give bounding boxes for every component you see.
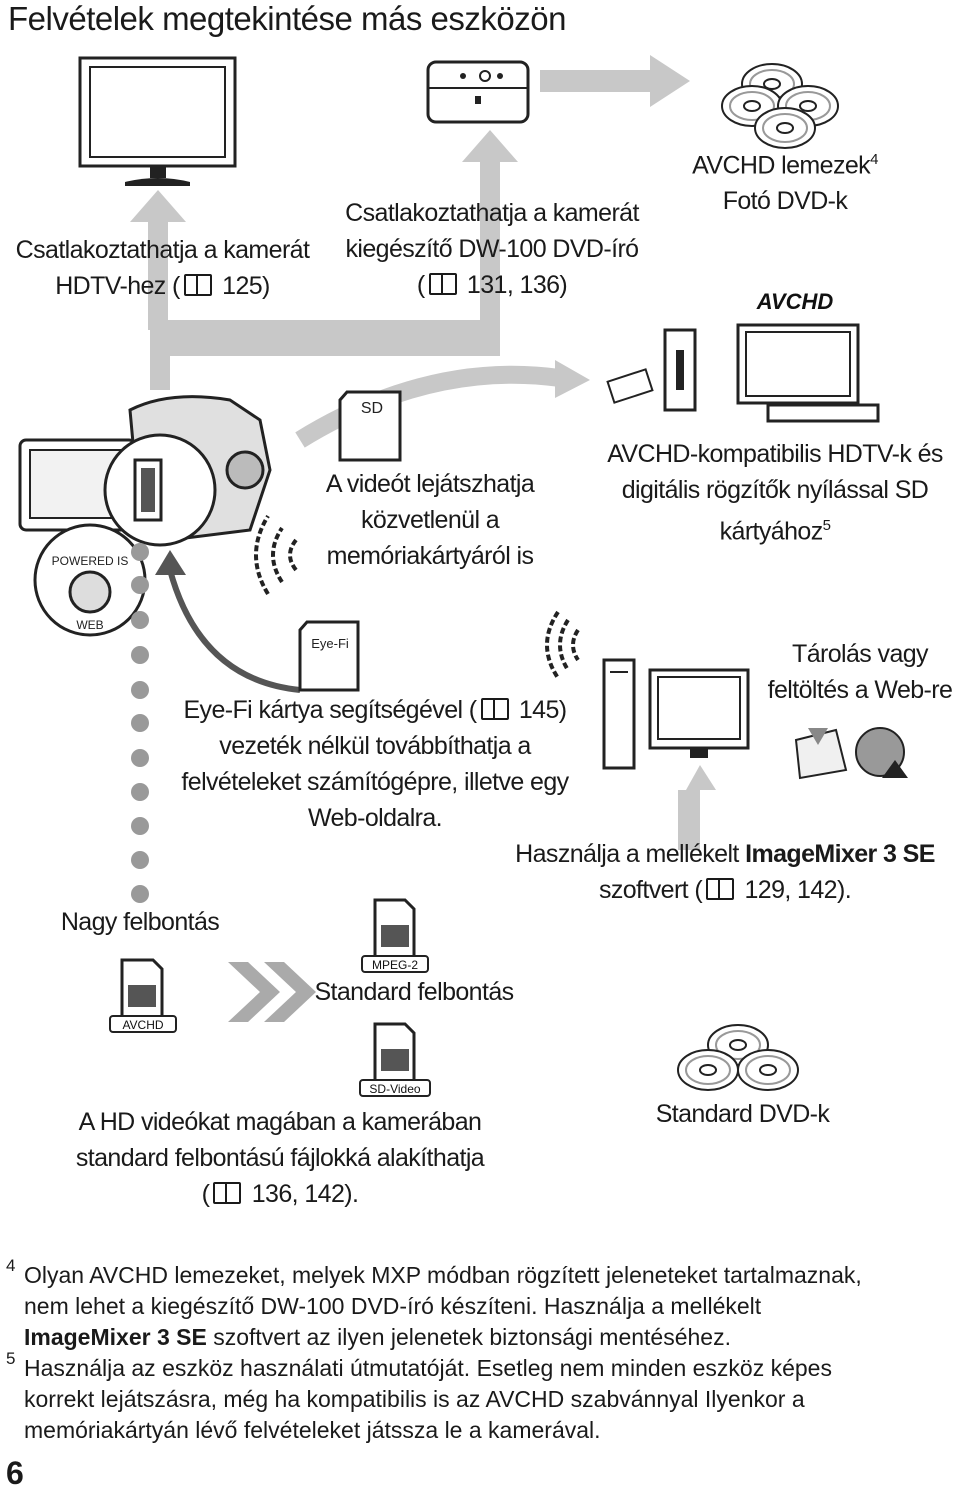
imagemixer-caption: Használja a mellékelt ImageMixer 3 SE sz… [515,840,935,904]
eyefi-caption: Eye-Fi kártya segítségével ( 145) vezeté… [181,696,569,832]
avchd-discs-caption: AVCHD lemezek4 Fotó DVD-k [692,151,878,216]
svg-text:AVCHD: AVCHD [122,1018,163,1032]
footnote-5-number: 5 [6,1349,16,1368]
page-title: Felvételek megtekintése más eszközön [8,0,566,37]
wireless-waves-icon [254,514,580,680]
eyefi-card-icon: Eye-Fi [298,620,360,692]
page-number: 6 [6,1455,24,1491]
web-label: WEB [76,618,103,632]
footnote-4-number: 4 [6,1256,16,1275]
sd-card-icon: SD [338,390,402,462]
avchd-discs-icon [721,63,839,149]
flow-arrows [130,55,716,850]
svg-text:AVCHD: AVCHD [756,289,834,314]
sd-label: SD [361,400,383,417]
sd-play-caption: A videót lejátszhatja közvetlenül a memó… [325,470,535,570]
sd-slot-tv-icon [606,323,880,423]
eyefi-label: Eye-Fi [311,636,349,651]
footnote-5: Használja az eszköz használati útmutatój… [24,1355,832,1443]
dotted-line [131,543,149,903]
convert-caption: A HD videókat magában a kamerában standa… [75,1108,485,1208]
avchd-logo: AVCHD [756,289,834,314]
convert-chevron-icon [228,962,316,1022]
standard-dvd-discs-icon [677,1024,799,1091]
std-res-label: Standard felbontás [314,978,514,1006]
powered-is-label: POWERED IS [52,554,129,568]
folder-upload-icon [794,728,848,780]
hdtv-caption: Csatlakoztathatja a kamerát HDTV-hez ( 1… [15,236,310,300]
storage-caption: Tárolás vagy feltöltés a Web-re [767,640,953,704]
page-ref-icon [428,273,457,295]
computer-icon [602,658,750,770]
page-ref-icon [183,274,212,296]
globe-upload-icon [855,727,908,778]
avchd-compat-caption: AVCHD-kompatibilis HDTV-k és digitális r… [607,440,943,546]
footnote-4: Olyan AVCHD lemezeket, melyek MXP módban… [24,1262,862,1350]
mpeg2-file-icon: MPEG-2 [361,898,429,973]
dvd-writer-icon [426,60,530,124]
hdtv-icon [78,56,237,186]
diagram: SD Eye-Fi POWERED IS WEB AVCHD [18,55,908,1097]
std-dvd-label: Standard DVD-k [655,1100,830,1128]
high-res-label: Nagy felbontás [60,908,220,936]
dw100-caption: Csatlakoztathatja a kamerát kiegészítő D… [345,199,639,299]
sdvideo-file-icon: SD-Video [359,1022,431,1097]
svg-text:MPEG-2: MPEG-2 [372,958,418,972]
avchd-file-icon: AVCHD [109,958,177,1033]
camcorder-icon: POWERED IS WEB [18,395,272,637]
svg-text:SD-Video: SD-Video [369,1082,420,1096]
page-ref-icon [213,1182,242,1204]
page-ref-icon [480,698,509,720]
page-ref-icon [706,878,735,900]
